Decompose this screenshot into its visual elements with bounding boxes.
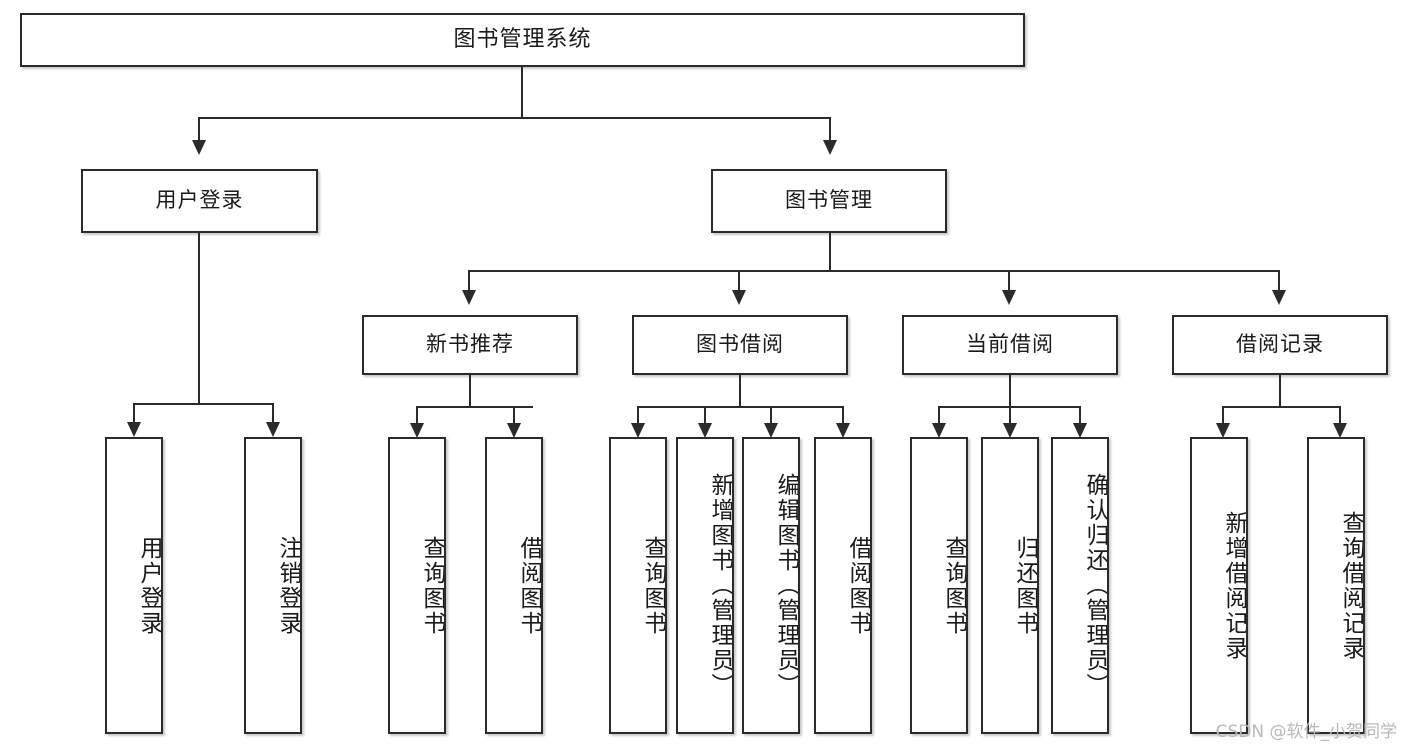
edge-bb-to-leaf-3 bbox=[842, 406, 844, 426]
leaf-book-borrow-edit-book-admin[interactable]: 编辑图书（管理员） bbox=[742, 437, 800, 734]
leaf-book-borrow-query-book[interactable]: 查询图书 bbox=[609, 437, 667, 734]
edge-bm-to-child-0 bbox=[468, 270, 470, 293]
arrowhead-br-leaf-0 bbox=[1216, 423, 1230, 438]
edge-book-management-stem bbox=[829, 233, 831, 272]
edge-cb-to-leaf-2 bbox=[1079, 406, 1081, 426]
edge-root-to-book-management bbox=[829, 117, 831, 143]
edge-user-login-bus bbox=[133, 403, 273, 405]
arrowhead-root-to-book-management bbox=[823, 140, 837, 155]
edge-cb-to-leaf-1 bbox=[1009, 406, 1011, 426]
arrowhead-cb-leaf-2 bbox=[1073, 423, 1087, 438]
node-current-borrow[interactable]: 当前借阅 bbox=[902, 315, 1118, 375]
edge-borrow-record-bus bbox=[1222, 406, 1341, 408]
arrowhead-bm-child-3 bbox=[1272, 290, 1286, 305]
edge-bb-to-leaf-2 bbox=[770, 406, 772, 426]
node-book-management[interactable]: 图书管理 bbox=[711, 169, 947, 233]
leaf-book-borrow-borrow-book[interactable]: 借阅图书 bbox=[814, 437, 872, 734]
edge-root-stem bbox=[521, 67, 523, 118]
node-label: 查询图书 bbox=[419, 535, 445, 636]
leaf-current-borrow-return-book[interactable]: 归还图书 bbox=[981, 437, 1039, 734]
edge-br-to-leaf-1 bbox=[1339, 406, 1341, 426]
node-label: 借阅图书 bbox=[845, 535, 871, 636]
edge-cb-to-leaf-0 bbox=[938, 406, 940, 426]
node-new-book-recommend[interactable]: 新书推荐 bbox=[362, 315, 578, 375]
node-label: 图书管理系统 bbox=[453, 26, 592, 52]
leaf-user-login-login[interactable]: 用户登录 bbox=[105, 437, 163, 734]
node-label: 查询图书 bbox=[941, 535, 967, 636]
node-label: 编辑图书（管理员） bbox=[773, 473, 799, 698]
node-label: 确认归还（管理员） bbox=[1082, 473, 1108, 698]
node-book-borrow[interactable]: 图书借阅 bbox=[632, 315, 848, 375]
arrowhead-bb-leaf-0 bbox=[631, 423, 645, 438]
node-label: 新增借阅记录 bbox=[1221, 510, 1247, 661]
node-label: 新增图书（管理员） bbox=[707, 473, 733, 698]
arrowhead-user-login-leaf-0 bbox=[127, 422, 141, 437]
edge-borrow-record-stem bbox=[1279, 375, 1281, 408]
node-label: 注销登录 bbox=[275, 535, 301, 636]
edge-current-borrow-stem bbox=[1009, 375, 1011, 408]
edge-root-to-user-login bbox=[198, 117, 200, 143]
leaf-new-book-query-book[interactable]: 查询图书 bbox=[388, 437, 446, 734]
edge-nb-to-leaf-0 bbox=[416, 406, 418, 426]
arrowhead-nb-leaf-0 bbox=[410, 423, 424, 438]
arrowhead-bb-leaf-1 bbox=[698, 423, 712, 438]
edge-br-to-leaf-0 bbox=[1222, 406, 1224, 426]
edge-user-login-stem bbox=[198, 233, 200, 405]
node-label: 图书管理 bbox=[785, 188, 873, 213]
node-user-login[interactable]: 用户登录 bbox=[81, 169, 318, 233]
arrowhead-cb-leaf-1 bbox=[1003, 423, 1017, 438]
edge-book-borrow-bus bbox=[637, 406, 844, 408]
arrowhead-user-login-leaf-1 bbox=[266, 422, 280, 437]
node-label: 归还图书 bbox=[1012, 535, 1038, 636]
leaf-current-borrow-query-book[interactable]: 查询图书 bbox=[910, 437, 968, 734]
leaf-borrow-record-query-record[interactable]: 查询借阅记录 bbox=[1307, 437, 1365, 734]
node-label: 查询图书 bbox=[640, 535, 666, 636]
node-label: 借阅记录 bbox=[1236, 332, 1324, 357]
node-root-book-management-system[interactable]: 图书管理系统 bbox=[20, 13, 1025, 67]
leaf-current-borrow-confirm-return-admin[interactable]: 确认归还（管理员） bbox=[1051, 437, 1109, 734]
node-borrow-record[interactable]: 借阅记录 bbox=[1172, 315, 1388, 375]
leaf-borrow-record-add-record[interactable]: 新增借阅记录 bbox=[1190, 437, 1248, 734]
edge-bm-to-child-3 bbox=[1278, 270, 1280, 293]
leaf-new-book-borrow-book[interactable]: 借阅图书 bbox=[485, 437, 543, 734]
arrowhead-bb-leaf-3 bbox=[836, 423, 850, 438]
edge-nb-to-leaf-1 bbox=[513, 406, 515, 426]
node-label: 借阅图书 bbox=[516, 535, 542, 636]
node-label: 用户登录 bbox=[136, 535, 162, 636]
edge-book-borrow-stem bbox=[739, 375, 741, 408]
leaf-book-borrow-add-book-admin[interactable]: 新增图书（管理员） bbox=[676, 437, 734, 734]
edge-new-book-bus bbox=[416, 406, 533, 408]
node-label: 新书推荐 bbox=[426, 332, 514, 357]
edge-user-login-to-leaf-0 bbox=[133, 403, 135, 425]
arrowhead-bm-child-2 bbox=[1002, 290, 1016, 305]
leaf-user-login-logout[interactable]: 注销登录 bbox=[244, 437, 302, 734]
arrowhead-br-leaf-1 bbox=[1333, 423, 1347, 438]
arrowhead-bb-leaf-2 bbox=[764, 423, 778, 438]
node-label: 用户登录 bbox=[155, 188, 244, 213]
node-label: 图书借阅 bbox=[696, 332, 784, 357]
arrowhead-cb-leaf-0 bbox=[932, 423, 946, 438]
edge-bb-to-leaf-1 bbox=[704, 406, 706, 426]
edge-user-login-to-leaf-1 bbox=[272, 403, 274, 425]
arrowhead-nb-leaf-1 bbox=[507, 423, 521, 438]
edge-bm-to-child-1 bbox=[738, 270, 740, 293]
node-label: 当前借阅 bbox=[966, 332, 1054, 357]
arrowhead-bm-child-0 bbox=[462, 290, 476, 305]
edge-root-bus bbox=[198, 117, 831, 119]
edge-bm-to-child-2 bbox=[1008, 270, 1010, 293]
edge-new-book-stem bbox=[469, 375, 471, 408]
edge-bb-to-leaf-0 bbox=[637, 406, 639, 426]
arrowhead-bm-child-1 bbox=[732, 290, 746, 305]
arrowhead-root-to-user-login bbox=[192, 140, 206, 155]
node-label: 查询借阅记录 bbox=[1338, 510, 1364, 661]
edge-book-management-bus bbox=[468, 270, 1280, 272]
